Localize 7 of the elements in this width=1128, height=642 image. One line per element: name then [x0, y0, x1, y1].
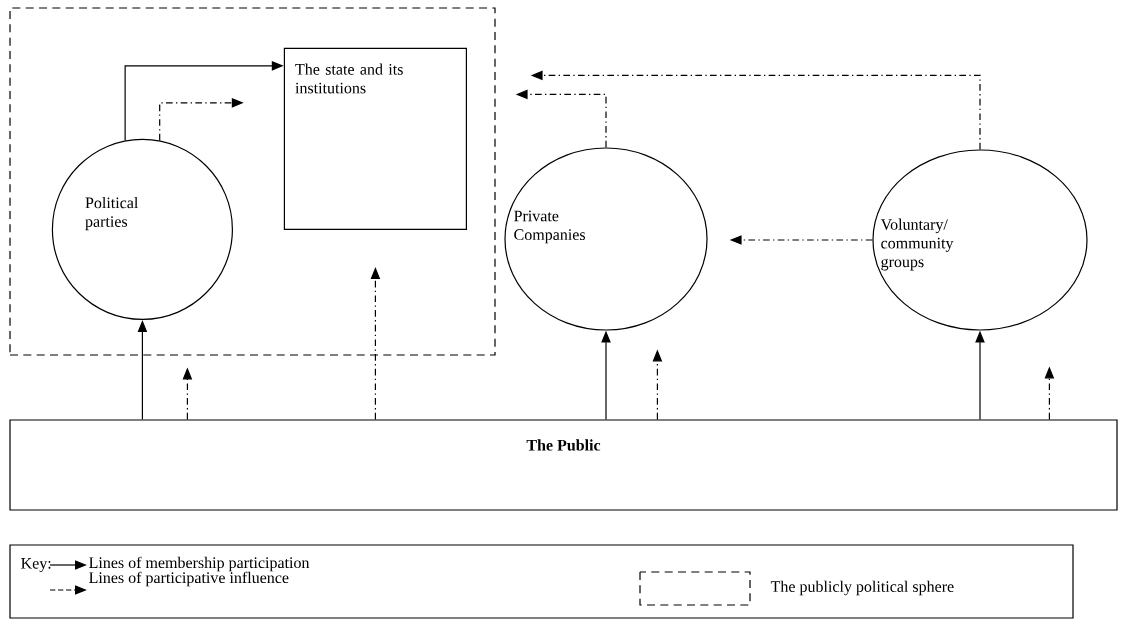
key-label: Key: — [21, 558, 51, 572]
sphere-frame — [9, 7, 496, 356]
legend-text: Lines of membership participation — [89, 556, 310, 572]
legend-text: The publicly political sphere — [770, 580, 954, 596]
institution-box: The state and its institutions — [283, 47, 467, 230]
public-band: The Public — [9, 419, 1118, 511]
legend-text: Lines of participative influence — [89, 571, 289, 587]
